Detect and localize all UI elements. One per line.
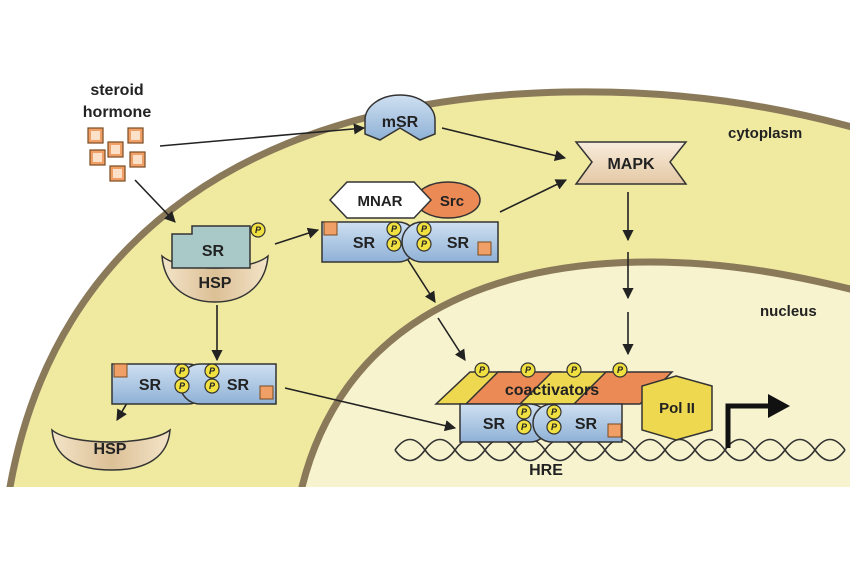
phospho-marker: P [174, 363, 190, 379]
phospho-label: P [551, 422, 558, 432]
sr-label-hsp-complex: SR [202, 243, 225, 260]
phospho-label: P [209, 366, 216, 376]
src-label: Src [440, 193, 464, 210]
phospho-marker: P [204, 378, 220, 394]
arrow-sr-to-mnar [274, 227, 320, 245]
sr-label-free-right: SR [227, 377, 250, 394]
sr-dimer-nucleus: SR SR [459, 403, 623, 443]
hsp-label-free: HSP [94, 441, 127, 458]
phospho-label: P [179, 381, 186, 391]
hsp-free: HSP [51, 428, 171, 471]
phospho-marker: P [204, 363, 220, 379]
hre-label: HRE [529, 462, 563, 479]
phospho-marker: P [520, 362, 536, 378]
phospho-label: P [617, 365, 624, 375]
phospho-marker: P [566, 362, 582, 378]
phospho-label: P [209, 381, 216, 391]
phospho-marker: P [546, 404, 562, 420]
mapk-label: MAPK [607, 156, 655, 173]
arrow-hormone-to-sr [134, 179, 176, 223]
mnar-adapter: MNAR [328, 181, 433, 219]
arrow-msr-to-mapk [441, 127, 567, 162]
phospho-marker: P [516, 419, 532, 435]
phospho-label: P [521, 422, 528, 432]
phospho-label: P [179, 366, 186, 376]
hormone-molecules [87, 127, 146, 182]
phospho-label: P [421, 239, 428, 249]
phospho-label: P [391, 239, 398, 249]
phospho-marker: P [612, 362, 628, 378]
hsp-label-complex: HSP [199, 275, 232, 292]
phospho-label: P [551, 407, 558, 417]
arrow-mnar-to-mapk [499, 179, 568, 213]
steroid-label: steroid [90, 82, 143, 99]
sr-label-right: SR [447, 235, 470, 252]
sr-label-nuc-left: SR [483, 416, 506, 433]
cytoplasm-label: cytoplasm [728, 125, 802, 142]
arrow-hormone-to-msr [159, 123, 366, 147]
transcription-start-arrow [725, 394, 790, 448]
phospho-marker: P [416, 236, 432, 252]
sr-label-free-left: SR [139, 377, 162, 394]
phospho-marker: P [386, 221, 402, 237]
phospho-label: P [255, 225, 262, 235]
phospho-marker: P [250, 222, 266, 238]
arrow-mnar-to-nucleus [407, 259, 436, 303]
phospho-marker: P [474, 362, 490, 378]
phospho-label: P [479, 365, 486, 375]
phospho-label: P [421, 224, 428, 234]
sr-dimer-cytoplasm: SR SR [111, 363, 277, 405]
arrow-dimer-to-hre [284, 387, 457, 432]
phospho-label: P [391, 224, 398, 234]
phospho-marker: P [386, 236, 402, 252]
phospho-marker: P [416, 221, 432, 237]
pol-ii: Pol II [641, 375, 713, 441]
sr-hsp-complex: SR HSP [161, 225, 269, 303]
phospho-marker: P [516, 404, 532, 420]
pol2-label: Pol II [659, 400, 695, 417]
coactivator-complex: coactivators [434, 371, 674, 405]
phospho-label: P [521, 407, 528, 417]
mnar-label: MNAR [358, 193, 403, 210]
phospho-marker: P [546, 419, 562, 435]
sr-dimer-membrane: SR SR [321, 221, 499, 263]
phospho-label: P [571, 365, 578, 375]
msr-receptor: mSR [364, 94, 436, 141]
mapk-kinase: MAPK [574, 141, 688, 185]
phospho-label: P [525, 365, 532, 375]
coactivators-label: coactivators [505, 382, 599, 399]
phospho-marker: P [174, 378, 190, 394]
msr-label: mSR [382, 114, 419, 131]
nucleus-label: nucleus [760, 303, 817, 320]
sr-label-left: SR [353, 235, 376, 252]
arrow-nucleus-to-coactivators [437, 317, 466, 361]
hormone-label: hormone [83, 104, 152, 121]
sr-label-nuc-right: SR [575, 416, 598, 433]
